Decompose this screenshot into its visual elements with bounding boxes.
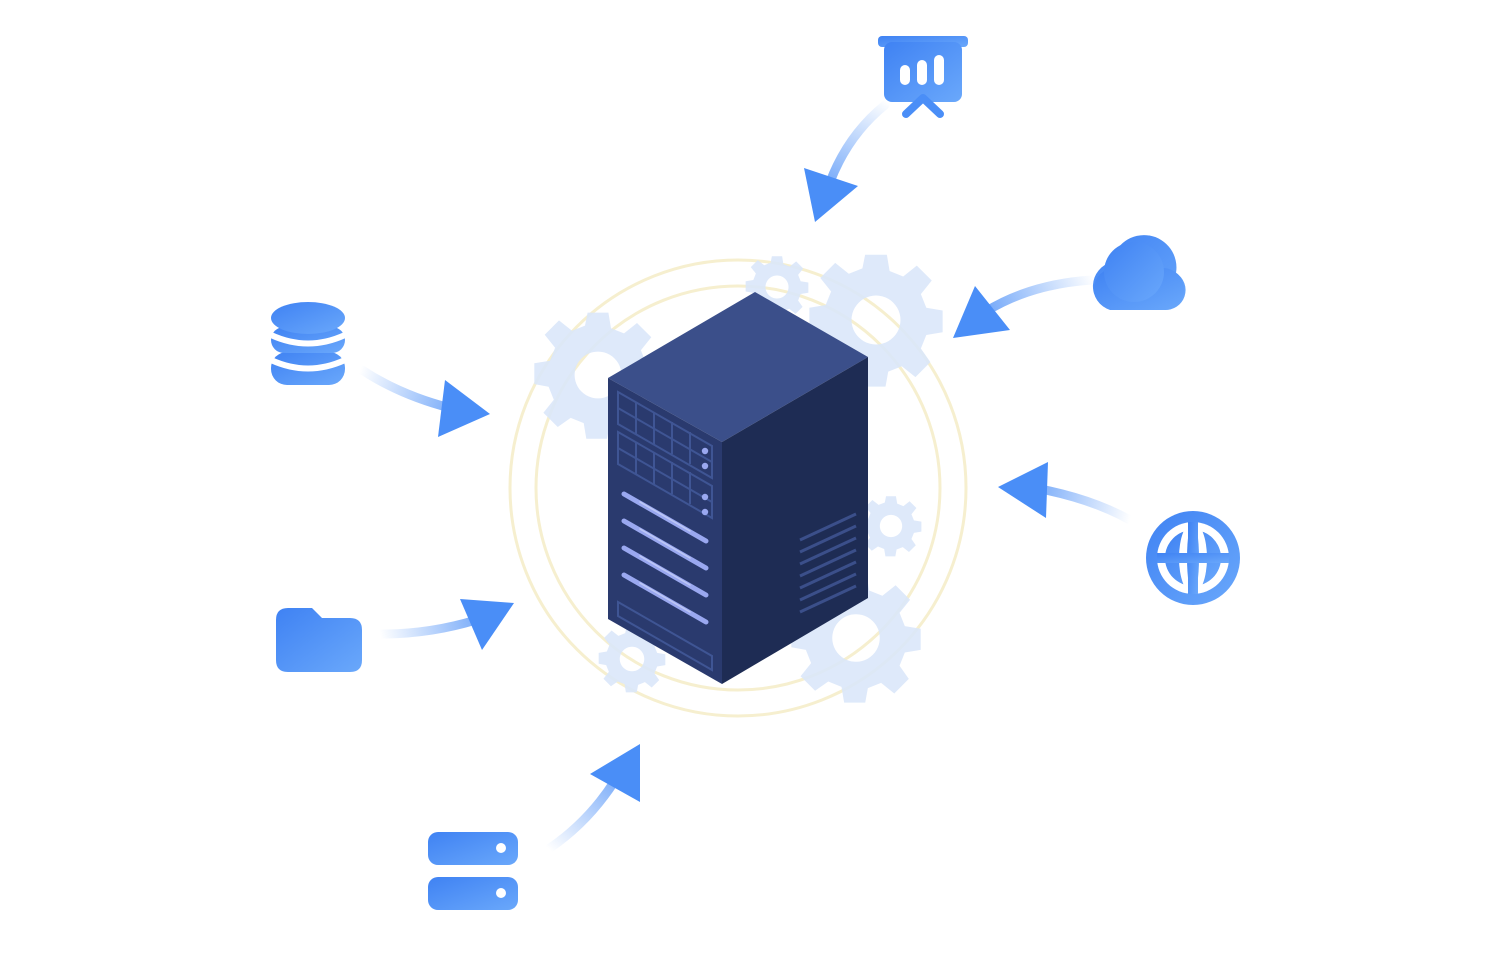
server-side-face xyxy=(722,357,868,684)
halo-rings xyxy=(508,258,968,718)
server-side-vents xyxy=(799,512,857,614)
halo-inner-ring xyxy=(534,284,942,692)
arrow-globe-to-server xyxy=(998,462,1135,525)
arrow-cloud-to-server xyxy=(953,275,1097,338)
presentation-chart-icon xyxy=(878,36,968,118)
arrow-folder-to-server xyxy=(377,599,514,650)
arrows xyxy=(357,100,1135,853)
gear-icon xyxy=(860,496,922,557)
server-drive-bays xyxy=(617,390,713,672)
arrow-rack-to-server xyxy=(545,744,640,853)
server-drive-slots xyxy=(621,491,709,625)
arrow-presentation-to-server xyxy=(804,100,890,222)
arrow-database-to-server xyxy=(357,365,490,437)
server-tower-icon xyxy=(608,292,868,684)
server-status-leds xyxy=(701,447,709,516)
folder-icon xyxy=(276,608,362,672)
cloud-icon xyxy=(1092,235,1186,311)
globe-icon xyxy=(1146,511,1240,605)
server-top-face xyxy=(608,292,868,442)
halo-outer-ring xyxy=(508,258,968,718)
server-rack-icon xyxy=(428,832,518,910)
database-icon xyxy=(269,302,347,385)
